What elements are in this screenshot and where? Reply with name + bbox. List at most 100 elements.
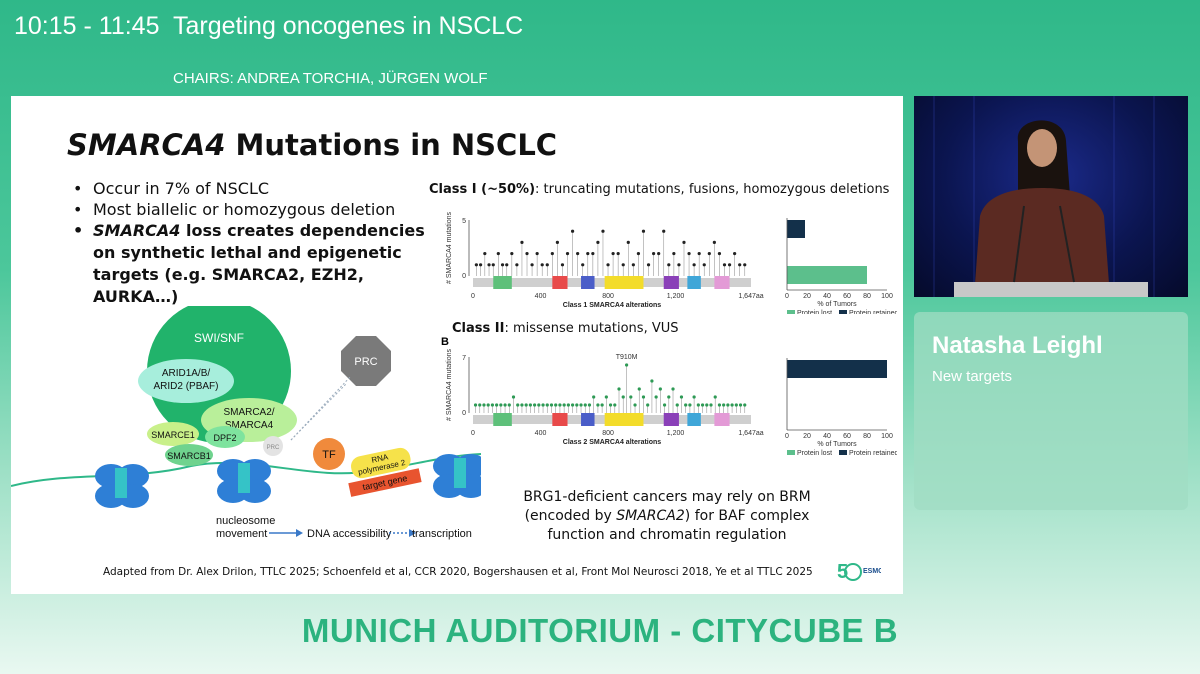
lollipop-point xyxy=(482,403,486,407)
lollipop-point xyxy=(554,403,558,407)
protein-domain xyxy=(604,276,644,289)
y-tick-label: 7 xyxy=(462,355,466,362)
protein-domain xyxy=(493,413,512,426)
x-axis-label: % of Tumors xyxy=(817,441,857,448)
x-tick-label: 1,200 xyxy=(667,430,685,437)
x-tick-label: 60 xyxy=(843,293,851,300)
lollipop-point xyxy=(629,395,633,399)
lollipop-point xyxy=(621,263,625,267)
podium xyxy=(954,282,1148,297)
x-tick-label: 40 xyxy=(823,433,831,440)
speaker-jacket xyxy=(974,188,1110,297)
lollipop-point xyxy=(696,403,700,407)
lollipop-point xyxy=(617,387,621,391)
lollipop-point xyxy=(625,363,629,367)
diagram-label: SWI/SNF xyxy=(194,331,244,345)
bar-mark xyxy=(787,360,887,378)
protein-domain xyxy=(663,276,679,289)
lollipop-point xyxy=(540,263,544,267)
legend-label: Protein lost xyxy=(797,450,832,457)
lollipop-point xyxy=(743,263,747,267)
lollipop-point xyxy=(555,240,559,244)
lollipop-point xyxy=(478,403,482,407)
lollipop-point xyxy=(560,263,565,267)
lollipop-point xyxy=(511,395,516,399)
lollipop-point xyxy=(533,403,537,407)
speaker-topic: New targets xyxy=(932,368,1013,385)
lollipop-point xyxy=(515,263,519,267)
lollipop-point xyxy=(654,395,658,399)
lollipop-point xyxy=(743,403,747,407)
lollipop-point xyxy=(637,387,641,391)
lollipop-point xyxy=(722,263,727,267)
legend-swatch xyxy=(787,450,795,455)
x-tick-label: 40 xyxy=(823,293,831,300)
lollipop-point xyxy=(697,252,701,256)
diagram-label: SMARCA2/ xyxy=(223,407,274,418)
lollipop-point xyxy=(646,263,651,267)
lollipop-point xyxy=(592,395,596,399)
lollipop-point xyxy=(636,252,641,256)
lollipop-point xyxy=(507,403,511,407)
lollipop-point xyxy=(707,252,711,256)
lollipop-point xyxy=(591,252,595,256)
nucleosome xyxy=(217,459,271,503)
x-tick-label: 60 xyxy=(843,433,851,440)
bullet-item: Occur in 7% of NSCLC xyxy=(69,178,439,199)
lollipop-point xyxy=(671,387,675,391)
speaker-card: Natasha Leighl New targets xyxy=(914,312,1188,510)
lollipop-point xyxy=(712,240,716,244)
x-tick-label: 800 xyxy=(602,293,614,300)
lollipop-point xyxy=(510,252,514,256)
x-tick-label: 800 xyxy=(602,430,614,437)
panel-b-label: B xyxy=(441,336,449,348)
lollipop-point xyxy=(535,252,539,256)
lollipop-point xyxy=(672,252,676,256)
lollipop-point xyxy=(596,403,600,407)
lollipop-point xyxy=(565,252,570,256)
x-tick-label: 100 xyxy=(881,433,893,440)
diagram-label: SMARCA4 xyxy=(225,420,274,431)
lollipop-point xyxy=(726,403,730,407)
lollipop-point xyxy=(495,403,499,407)
venue-banner: MUNICH AUDITORIUM - CITYCUBE B xyxy=(301,612,899,649)
legend-label: Protein retained xyxy=(849,310,897,314)
lollipop-point xyxy=(524,403,528,407)
diagram-label: transcription xyxy=(412,528,472,540)
lollipop-point xyxy=(702,263,706,267)
microphone xyxy=(1013,205,1025,283)
session-title: Targeting oncogenes in NSCLC xyxy=(173,12,524,40)
lollipop-point xyxy=(621,395,625,399)
x-tick-label: 1,200 xyxy=(667,293,685,300)
lollipop-point xyxy=(717,252,722,256)
nucleosome xyxy=(95,464,149,508)
diagram-label: RNA xyxy=(371,452,390,464)
x-tick-label: 0 xyxy=(785,433,789,440)
lollipop-point xyxy=(576,252,580,256)
lollipop-point xyxy=(692,263,696,267)
lollipop-point xyxy=(667,395,671,399)
lollipop-point xyxy=(687,252,691,256)
lollipop-point xyxy=(496,252,500,256)
lollipop-point xyxy=(541,403,545,407)
swi-snf-diagram: SWI/SNF ARID1A/B/ ARID2 (PBAF) SMARCA2/ … xyxy=(11,299,487,546)
lollipop-point xyxy=(657,252,661,256)
tf-circle xyxy=(313,438,345,470)
lollipop-point xyxy=(713,395,717,399)
lollipop-point xyxy=(537,403,541,407)
lollipop-point xyxy=(520,240,524,244)
protein-domain xyxy=(581,276,595,289)
lollipop-point xyxy=(473,403,478,407)
lollipop-point xyxy=(487,263,491,267)
bullet-item: SMARCA4 loss creates dependencies on syn… xyxy=(69,220,439,308)
lollipop-point xyxy=(500,263,505,267)
lollipop-point xyxy=(641,395,646,399)
x-tick-label: 0 xyxy=(471,430,475,437)
lollipop-point xyxy=(483,252,487,256)
lollipop-point xyxy=(520,403,524,407)
lollipop-point xyxy=(646,403,650,407)
lollipop-point xyxy=(633,403,637,407)
